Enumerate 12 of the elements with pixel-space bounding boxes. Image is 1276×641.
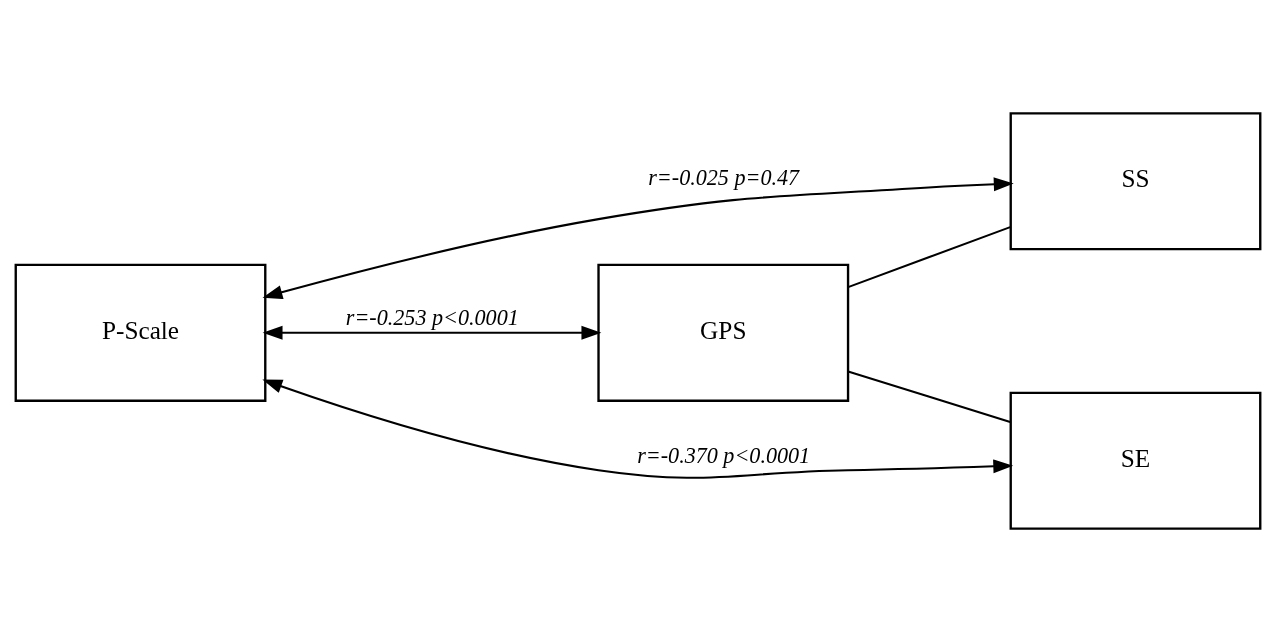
- edge-label: r=-0.253 p<0.0001: [345, 304, 519, 330]
- arrow: [262, 325, 602, 340]
- connector: [847, 369, 1011, 423]
- arrow: [262, 176, 1014, 299]
- edge-label: r=-0.370 p<0.0001: [637, 442, 811, 468]
- node-box: SS: [1009, 111, 1262, 250]
- edge-label: r=-0.025 p=0.47: [648, 164, 800, 190]
- connector: [847, 225, 1011, 288]
- node-box: SE: [1009, 391, 1262, 530]
- node-box: GPS: [597, 263, 850, 402]
- node-box: P-Scale: [14, 263, 267, 402]
- arrow: [262, 379, 1014, 479]
